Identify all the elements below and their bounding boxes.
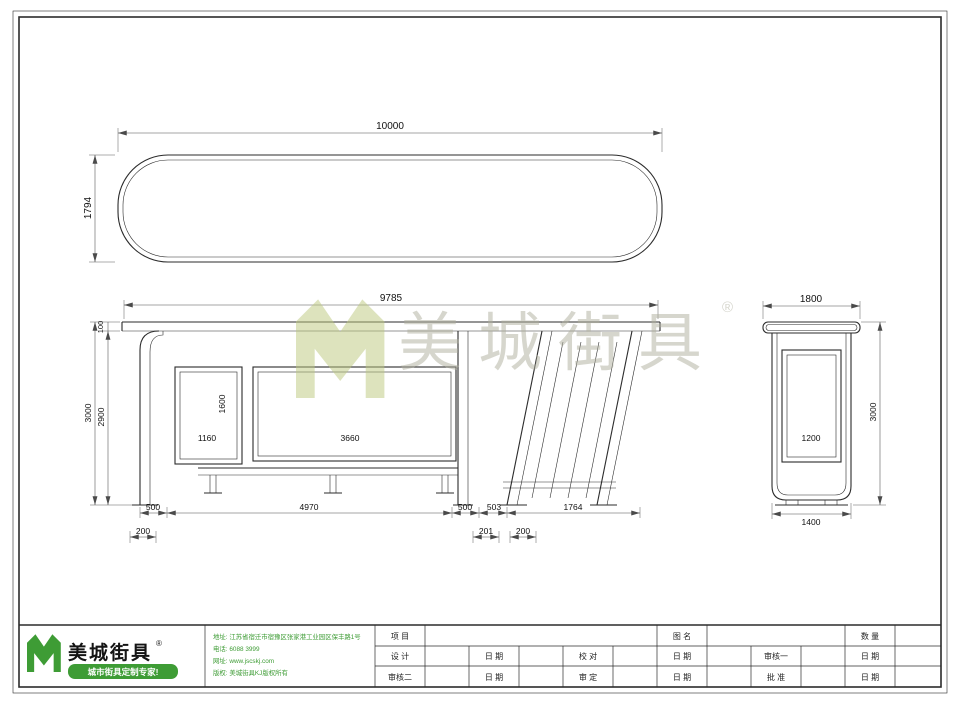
- side-frame: [771, 333, 852, 506]
- side-roof: [762, 321, 861, 334]
- dim-seg-500b: 500: [458, 502, 472, 512]
- label-approve: 审 定: [579, 672, 597, 682]
- label-date-6: 日 期: [861, 673, 879, 682]
- watermark: 美城街具 ®: [296, 299, 733, 398]
- contact-info: 地址: 江苏省宿迁市宿豫区张家港工业园区保丰路1号 电话: 6088 3999 …: [213, 632, 361, 677]
- front-offset-dims: 200 201 200: [129, 526, 537, 543]
- label-date-3: 日 期: [861, 652, 879, 661]
- dim-side-panel-width: 1200: [802, 433, 821, 443]
- left-column: [132, 330, 164, 506]
- roof-plan-inner-outline: [122, 159, 658, 258]
- roof: [121, 321, 661, 332]
- dim-offset-201: 201: [479, 526, 493, 536]
- label-ratify: 批 准: [767, 672, 785, 682]
- label-design: 设 计: [391, 651, 409, 661]
- label-proofread: 校 对: [579, 651, 597, 661]
- roof-plan-outline: [117, 154, 663, 263]
- dim-front-total-height: 3000: [83, 403, 93, 422]
- front-elevation: 9785 3000 2900 100 1600 1160 3660: [83, 293, 661, 543]
- contact-phone: 电话: 6088 3999: [213, 644, 260, 653]
- dim-seg-503: 503: [487, 502, 501, 512]
- contact-copyright: 版权: 美城街具KJ版权所有: [213, 668, 288, 677]
- tagline-pill: [68, 664, 178, 679]
- side-elevation: 1800 1200 1400 3000: [762, 294, 886, 527]
- dim-side-top-width: 1800: [800, 294, 823, 305]
- dim-roof-thickness: 100: [96, 321, 105, 334]
- company-logo-icon: [27, 634, 61, 672]
- label-drawing-name: 图 名: [673, 631, 691, 641]
- dim-topview-depth: 1794: [83, 196, 94, 219]
- dim-seg-1764: 1764: [564, 502, 583, 512]
- watermark-logo-icon: [296, 299, 385, 398]
- label-date-1: 日 期: [485, 652, 503, 661]
- contact-website: 网址: www.jscskj.com: [213, 656, 274, 665]
- watermark-registered-mark: ®: [722, 299, 733, 316]
- label-quantity: 数 量: [861, 631, 879, 641]
- dim-offset-200b: 200: [516, 526, 530, 536]
- dim-lightbox-height: 1600: [217, 394, 227, 413]
- sheet-border: [12, 10, 948, 694]
- company-logo: 美城街具 ® 城市街具定制专家!: [27, 634, 178, 679]
- title-table-labels: 项 目 图 名 数 量 设 计 日 期 校 对 日 期 审核一 日 期 审核二 …: [388, 631, 879, 682]
- slanted-screen: [500, 330, 643, 506]
- company-registered-mark: ®: [156, 639, 162, 648]
- bench: [198, 467, 458, 494]
- side-panel: [781, 349, 842, 463]
- top-view: 10000 1794: [83, 121, 663, 263]
- dim-front-top-width: 9785: [380, 293, 403, 304]
- contact-address: 地址: 江苏省宿迁市宿豫区张家港工业园区保丰路1号: [213, 632, 361, 641]
- label-project: 项 目: [391, 632, 409, 641]
- dim-seg-500a: 500: [146, 502, 160, 512]
- dim-side-total-height: 3000: [868, 402, 878, 421]
- dim-topview-width: 10000: [376, 121, 404, 132]
- dim-offset-200a: 200: [136, 526, 150, 536]
- display-panel: [252, 366, 457, 462]
- label-date-2: 日 期: [673, 652, 691, 661]
- dim-panel-width: 3660: [341, 433, 360, 443]
- dim-seg-4970: 4970: [300, 502, 319, 512]
- title-block: 美城街具 ® 城市街具定制专家! 地址: 江苏省宿迁市宿豫区张家港工业园区保丰路…: [19, 624, 941, 687]
- company-brand-text: 美城街具: [68, 641, 152, 664]
- label-reviewer1: 审核一: [764, 651, 788, 661]
- front-bottom-dims: 500 4970 500 503 1764: [139, 502, 641, 518]
- dim-lightbox-width: 1160: [198, 433, 217, 443]
- company-tagline: 城市街具定制专家!: [88, 667, 159, 677]
- dim-side-base-width: 1400: [802, 517, 821, 527]
- label-date-4: 日 期: [485, 673, 503, 682]
- ad-lightbox: [174, 366, 243, 465]
- right-column: [453, 331, 473, 506]
- label-date-5: 日 期: [673, 673, 691, 682]
- label-reviewer2: 审核二: [388, 672, 412, 682]
- dim-front-inner-height: 2900: [96, 407, 106, 426]
